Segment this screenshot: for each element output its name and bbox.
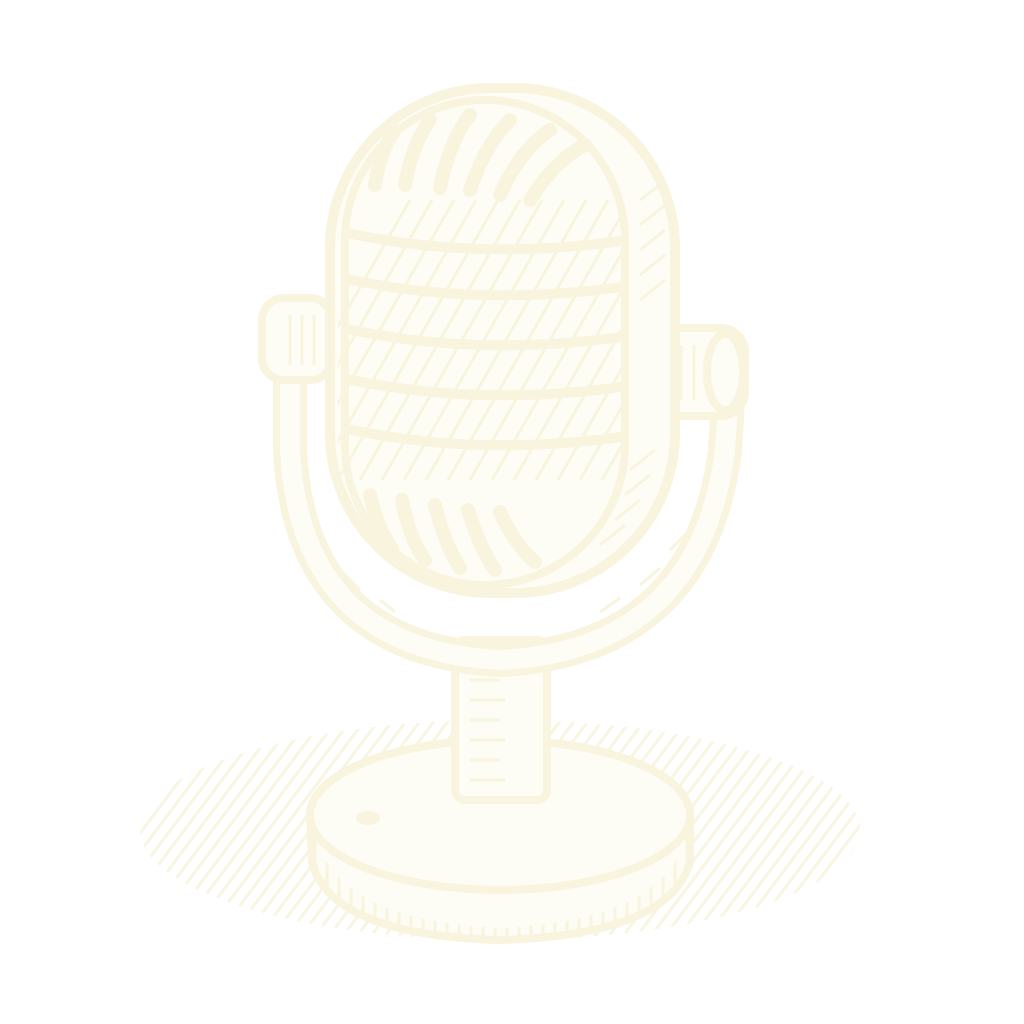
hatch-line [468,199,628,481]
hatch-line [956,700,1024,940]
hatch-line [140,720,242,940]
left-knob [258,294,336,384]
hatch-line [688,720,860,940]
hatch-line [338,199,456,481]
hatch-line [674,720,858,940]
mic-yoke [273,353,747,678]
hatch-line [828,720,860,940]
hatch-line [338,199,478,481]
hatch-line [556,199,628,481]
hatch-line [402,199,566,481]
hatch-line [380,199,544,481]
mic-head [325,83,680,598]
hatch-line [744,720,860,940]
grille-top [368,108,592,207]
hatch-line [338,199,500,481]
hatch-line [198,720,382,940]
hatch-line [856,720,860,940]
hatch-line [842,720,860,940]
hatch-line [800,720,860,940]
hatch-line [886,700,1024,940]
hatch-line [424,199,588,481]
hatch-line [490,199,628,481]
hatch-line [512,199,628,481]
hatch-line [716,720,860,940]
hatch-line [702,720,860,940]
hatch-line [772,720,860,940]
head-shading [599,183,666,547]
hatch-line [578,199,628,481]
hatch-line [338,199,412,481]
stand-base [306,736,694,944]
hatch-line [212,720,396,940]
hatch-line [338,199,434,481]
hatch-line [358,199,522,481]
hatch-line [140,720,256,940]
hatch-line [814,720,860,940]
hatch-line [942,700,1024,940]
hatch-line [872,700,1024,940]
hatch-line [900,700,1024,940]
hatch-line [446,199,610,481]
hatch-line [914,700,1024,940]
hatch-line [730,720,860,940]
hatch-line [786,720,860,940]
hatch-line [928,700,1024,940]
hatch-line [758,720,860,940]
stand-stem [451,636,551,804]
grille-bottom [363,488,542,577]
hatch-line [534,199,628,481]
